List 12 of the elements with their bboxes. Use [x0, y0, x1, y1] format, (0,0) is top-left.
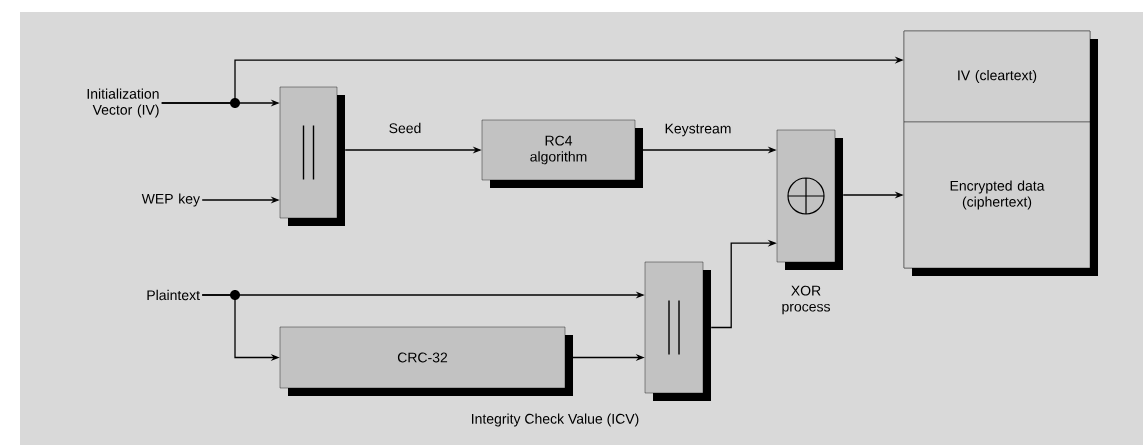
value-label: Integrity Check Value (ICV) [472, 413, 639, 427]
node-caption: XOR process [782, 285, 830, 315]
input-label: Plaintext [147, 289, 200, 301]
concatenation-box [644, 261, 711, 401]
concatenation-box [279, 86, 345, 226]
process-box: CRC-32 [279, 326, 573, 396]
input-label: Initialization Vector (IV) [87, 88, 159, 118]
process-box: RC4 algorithm [481, 119, 643, 188]
input-label: WEP key [141, 193, 200, 207]
field-box: Encrypted data (ciphertext) [903, 121, 1091, 269]
xor-box [776, 129, 843, 270]
field-box: IV (cleartext) [903, 30, 1091, 123]
